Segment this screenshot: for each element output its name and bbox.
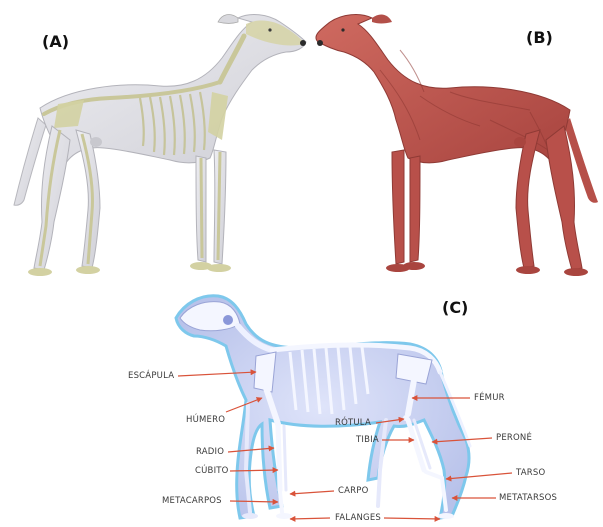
dog-skeleton-overlay <box>14 15 306 276</box>
panel-label-a: (A) <box>42 32 69 51</box>
label-falanges: FALANGES <box>335 513 381 523</box>
label-femur: FÉMUR <box>474 393 505 403</box>
arrow-falanges <box>290 518 330 519</box>
panel-label-b: (B) <box>526 28 553 47</box>
label-tibia: TIBIA <box>356 435 379 445</box>
label-metacarpos: METACARPOS <box>162 496 222 506</box>
arrow-falanges-right <box>384 518 440 519</box>
label-rotula: RÓTULA <box>335 418 371 428</box>
label-radio: RADIO <box>196 447 224 457</box>
dog-xray-skeleton <box>176 296 470 519</box>
arrow-carpo <box>290 491 334 494</box>
dog-muscle <box>316 15 598 276</box>
label-escapula: ESCÁPULA <box>128 371 174 381</box>
label-humero: HÚMERO <box>186 415 225 425</box>
label-carpo: CARPO <box>338 486 368 496</box>
label-tarso: TARSO <box>516 468 545 478</box>
label-metatarsos: METATARSOS <box>499 493 557 503</box>
label-cubito: CÚBITO <box>195 466 229 476</box>
label-perone: PERONÉ <box>496 433 532 443</box>
panel-label-c: (C) <box>442 298 468 317</box>
